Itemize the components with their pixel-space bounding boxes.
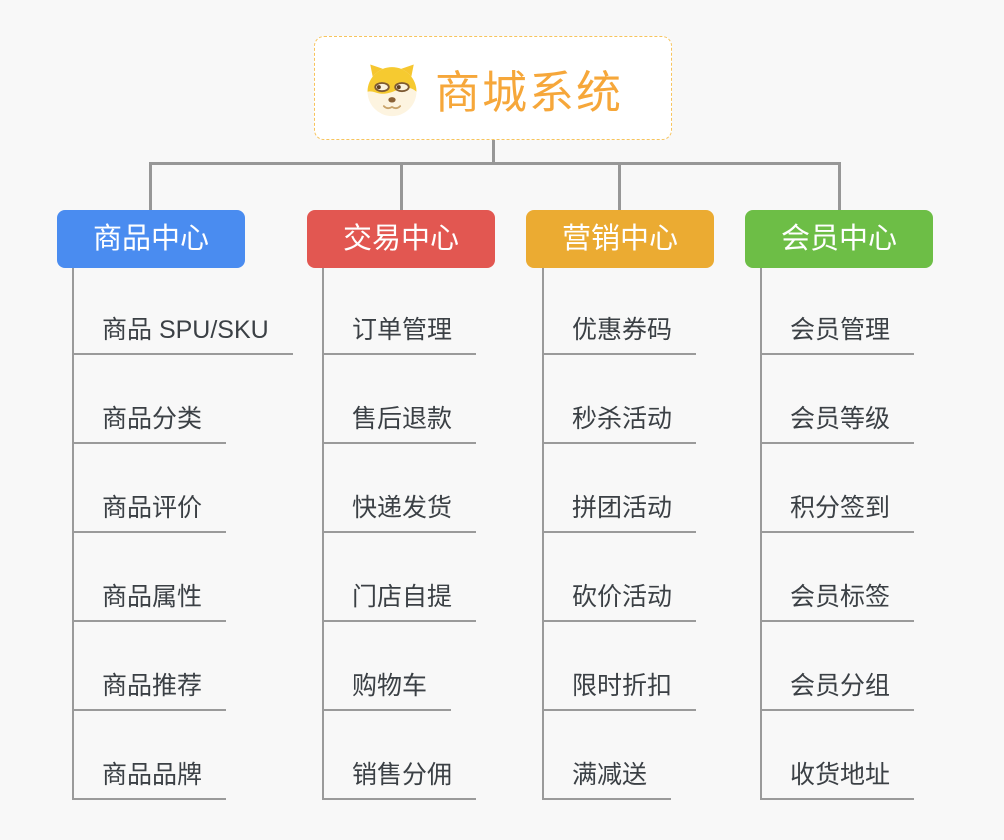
leaf-item[interactable]: 积分签到 bbox=[760, 493, 915, 533]
branch-spine-line bbox=[322, 268, 324, 800]
root-node[interactable]: 商城系统 bbox=[314, 36, 672, 140]
branch-member-center[interactable]: 会员中心 bbox=[745, 210, 933, 268]
leaf-item[interactable]: 商品属性 bbox=[72, 582, 227, 622]
leaf-item[interactable]: 拼团活动 bbox=[542, 493, 697, 533]
connector-bus-line bbox=[149, 162, 841, 165]
leaf-item[interactable]: 订单管理 bbox=[322, 315, 477, 355]
branch-trade-center[interactable]: 交易中心 bbox=[307, 210, 495, 268]
leaf-item[interactable]: 商品 SPU/SKU bbox=[72, 315, 293, 355]
leaf-item[interactable]: 商品品牌 bbox=[72, 760, 227, 800]
leaf-item[interactable]: 售后退款 bbox=[322, 404, 477, 444]
leaf-item[interactable]: 会员管理 bbox=[760, 315, 915, 355]
leaf-item[interactable]: 销售分佣 bbox=[322, 760, 477, 800]
leaf-item[interactable]: 商品推荐 bbox=[72, 671, 227, 711]
leaf-item[interactable]: 门店自提 bbox=[322, 582, 477, 622]
leaf-item[interactable]: 会员等级 bbox=[760, 404, 915, 444]
root-label: 商城系统 bbox=[434, 66, 623, 118]
leaf-item[interactable]: 会员分组 bbox=[760, 671, 915, 711]
leaf-item[interactable]: 购物车 bbox=[322, 671, 452, 711]
connector-drop-line bbox=[838, 163, 841, 210]
leaf-item[interactable]: 秒杀活动 bbox=[542, 404, 697, 444]
connector-drop-line bbox=[400, 163, 403, 210]
leaf-item[interactable]: 满减送 bbox=[542, 760, 672, 800]
leaf-item[interactable]: 商品分类 bbox=[72, 404, 227, 444]
branch-spine-line bbox=[542, 268, 544, 800]
leaf-item[interactable]: 商品评价 bbox=[72, 493, 227, 533]
root-connector-line bbox=[492, 140, 495, 165]
leaf-item[interactable]: 收货地址 bbox=[760, 760, 915, 800]
branch-spine-line bbox=[72, 268, 74, 800]
leaf-item[interactable]: 限时折扣 bbox=[542, 671, 697, 711]
branch-marketing-center[interactable]: 营销中心 bbox=[526, 210, 714, 268]
leaf-item[interactable]: 快递发货 bbox=[322, 493, 477, 533]
branch-spine-line bbox=[760, 268, 762, 800]
branch-product-center[interactable]: 商品中心 bbox=[57, 210, 245, 268]
leaf-item[interactable]: 砍价活动 bbox=[542, 582, 697, 622]
connector-drop-line bbox=[618, 163, 621, 210]
connector-drop-line bbox=[149, 163, 152, 210]
leaf-item[interactable]: 优惠券码 bbox=[542, 315, 697, 355]
leaf-item[interactable]: 会员标签 bbox=[760, 582, 915, 622]
doge-icon bbox=[363, 59, 421, 117]
